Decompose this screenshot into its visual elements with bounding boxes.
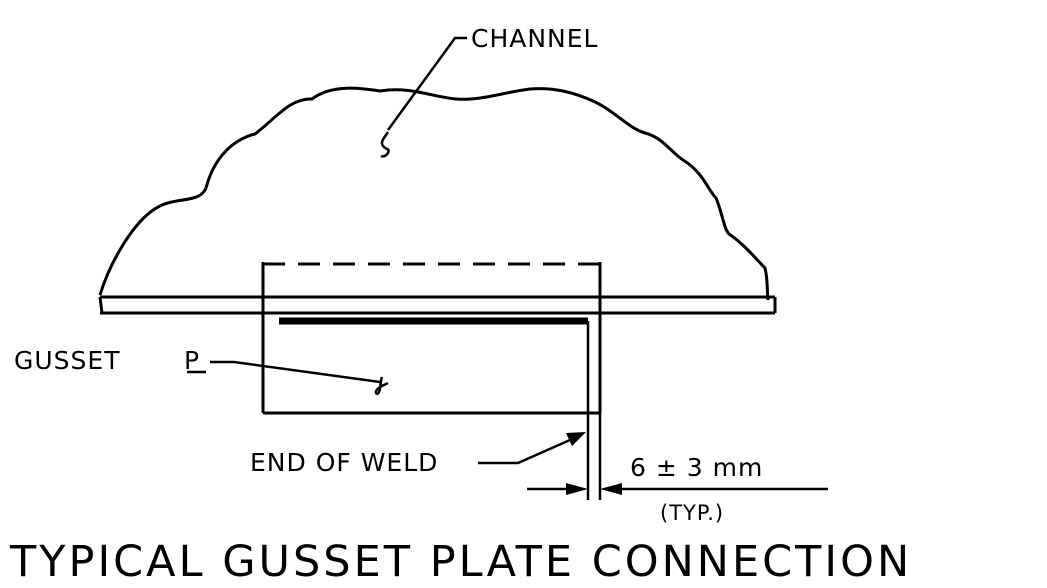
channel-cloud-outline xyxy=(98,86,770,301)
end-of-weld-label: END OF WELD xyxy=(250,448,438,477)
channel-break-symbol xyxy=(380,131,390,158)
gusset-label: GUSSET xyxy=(14,346,120,375)
svg-text:P: P xyxy=(184,346,200,375)
dimension-left-arrowhead xyxy=(566,483,588,495)
end-of-weld-arrowhead xyxy=(566,432,586,446)
plate-symbol: P xyxy=(184,346,206,375)
gusset-break-symbol xyxy=(374,376,389,396)
channel-flange-left-end xyxy=(98,296,104,314)
dimension-label: 6 ± 3 mm xyxy=(630,453,763,482)
gusset-leader xyxy=(210,360,381,384)
channel-leader xyxy=(386,36,467,131)
end-of-weld-leader xyxy=(478,438,571,465)
typical-note: (TYP.) xyxy=(660,501,724,525)
drawing-title: TYPICAL GUSSET PLATE CONNECTION xyxy=(9,537,912,587)
channel-label: CHANNEL xyxy=(471,24,598,53)
dimension-right-arrowhead xyxy=(600,483,622,495)
